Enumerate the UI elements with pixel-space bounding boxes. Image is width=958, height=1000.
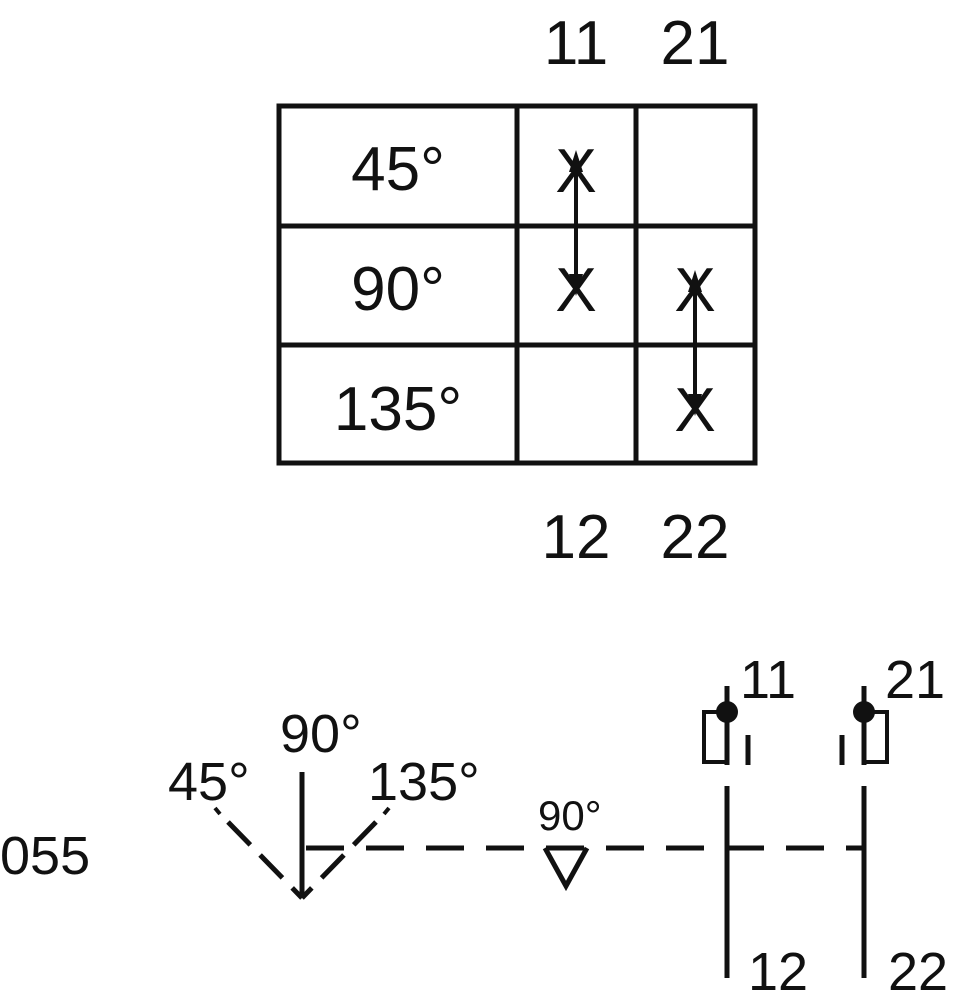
contact-11-12: 11 12 [702,650,808,1000]
contact-terminal-21: 21 [885,650,945,710]
table-top-terminal-11: 11 [544,9,608,78]
switching-table: 11 21 45° 90° 135° X X X X 12 22 [276,9,758,572]
positive-opening-bracket [702,710,727,764]
position-line-135 [300,820,378,900]
actuator-angle-left: 45° [168,752,250,812]
positive-opening-bracket [864,710,889,764]
table-angle-135: 135° [334,375,462,444]
detent-label: 90° [538,792,602,839]
table-angle-45: 45° [351,135,445,204]
detent-notch [542,846,590,892]
actuator-code: 055 [0,826,90,886]
position-tick-135 [382,806,391,816]
position-tick-45 [213,806,222,816]
table-arrow-11 [569,150,583,296]
table-angle-90: 90° [351,255,445,324]
contact-terminal-12: 12 [748,942,808,1000]
table-bottom-terminal-22: 22 [661,503,730,572]
table-top-terminal-21: 21 [661,9,730,78]
table-bottom-terminal-12: 12 [542,503,611,572]
actuator-angle-top: 90° [280,704,362,764]
position-line-45 [226,820,304,900]
actuator-angle-right: 135° [368,752,480,812]
contact-terminal-22: 22 [888,942,948,1000]
actuator-symbol: 055 45° 90° 135° 90° [0,704,866,900]
contact-terminal-11: 11 [740,650,796,710]
table-arrow-21 [688,270,702,416]
contact-21-22: 21 22 [839,650,948,1000]
